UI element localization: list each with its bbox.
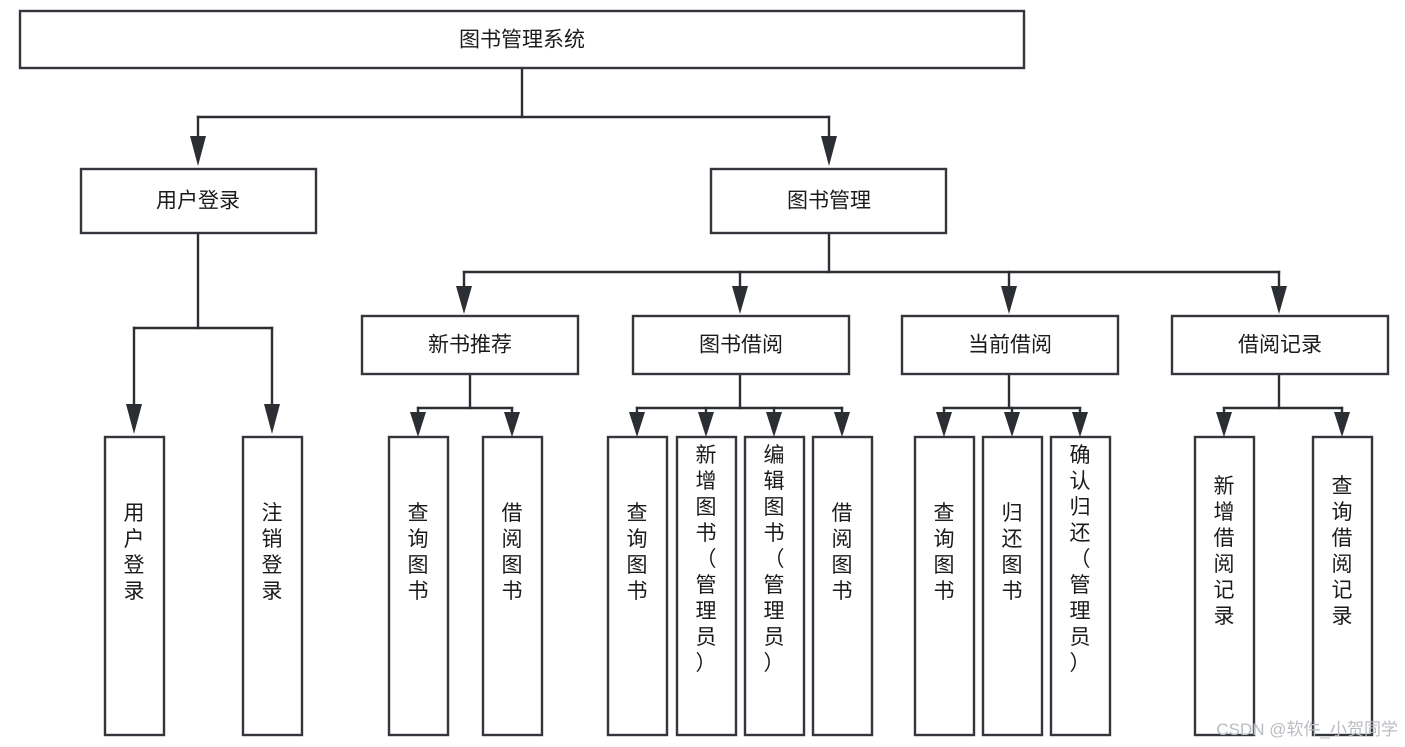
node-leaf-query-book-1[interactable]: 查询图书 bbox=[387, 435, 450, 737]
connector-layer bbox=[126, 66, 1350, 437]
node-leaf-edit-book[interactable]: 编辑图书（管理员） bbox=[743, 435, 806, 737]
arrow-head-current-borrow bbox=[1001, 286, 1017, 314]
node-leaf-query-book-3[interactable]: 查询图书 bbox=[913, 435, 976, 737]
arrow-head-leaf-logout-login bbox=[264, 404, 280, 434]
node-leaf-logout-login-box[interactable] bbox=[241, 435, 304, 737]
node-leaf-borrow-book-2-box[interactable] bbox=[811, 435, 874, 737]
node-leaf-add-book[interactable]: 新增图书（管理员） bbox=[675, 435, 738, 737]
node-leaf-query-book-2-box[interactable] bbox=[606, 435, 669, 737]
node-leaf-query-book-3-label: 查询图书 bbox=[934, 502, 955, 603]
node-leaf-confirm-return[interactable]: 确认归还（管理员） bbox=[1049, 435, 1112, 737]
arrow-head-leaf-query-book-1 bbox=[410, 412, 426, 437]
arrow-head-leaf-query-record bbox=[1334, 412, 1350, 437]
node-book-manage-box[interactable] bbox=[709, 167, 948, 235]
node-root-label: 图书管理系统 bbox=[459, 29, 585, 52]
node-current-borrow-label: 当前借阅 bbox=[968, 334, 1052, 357]
arrow-head-leaf-query-book-3 bbox=[936, 412, 952, 437]
node-new-book-recommend[interactable]: 新书推荐 bbox=[360, 314, 580, 376]
node-user-login[interactable]: 用户登录 bbox=[79, 167, 318, 235]
watermark-text: CSDN @软件_小贺同学 bbox=[1216, 720, 1398, 739]
node-leaf-logout-login[interactable]: 注销登录 bbox=[241, 435, 304, 737]
node-new-book-recommend-label: 新书推荐 bbox=[428, 334, 512, 357]
node-leaf-edit-book-box[interactable] bbox=[743, 435, 806, 737]
arrow-head-leaf-add-book bbox=[698, 412, 714, 437]
node-leaf-confirm-return-label: 确认归还（管理员） bbox=[1070, 444, 1091, 675]
node-leaf-borrow-book-1-label: 借阅图书 bbox=[502, 502, 523, 603]
node-root[interactable]: 图书管理系统 bbox=[18, 9, 1026, 70]
arrow-head-leaf-borrow-book-2 bbox=[834, 412, 850, 437]
arrow-head-book-borrow bbox=[732, 286, 748, 314]
node-leaf-query-book-2-label: 查询图书 bbox=[627, 502, 648, 603]
node-leaf-add-record-label: 新增借阅记录 bbox=[1214, 475, 1235, 628]
node-book-borrow-box[interactable] bbox=[631, 314, 851, 376]
node-user-login-label: 用户登录 bbox=[156, 190, 240, 213]
arrow-head-leaf-user-login bbox=[126, 404, 142, 434]
node-leaf-return-book-box[interactable] bbox=[981, 435, 1044, 737]
arrow-head-borrow-record bbox=[1271, 286, 1287, 314]
arrow-head-leaf-add-record bbox=[1216, 412, 1232, 437]
node-leaf-return-book-label: 归还图书 bbox=[1002, 502, 1023, 603]
node-borrow-record-box[interactable] bbox=[1170, 314, 1390, 376]
arrow-head-leaf-return-book bbox=[1004, 412, 1020, 437]
arrow-head-new-book-recommend bbox=[456, 286, 472, 314]
node-leaf-query-book-2[interactable]: 查询图书 bbox=[606, 435, 669, 737]
node-leaf-user-login-label: 用户登录 bbox=[124, 502, 145, 603]
node-leaf-add-book-box[interactable] bbox=[675, 435, 738, 737]
node-leaf-query-book-1-box[interactable] bbox=[387, 435, 450, 737]
node-leaf-query-record-box[interactable] bbox=[1311, 435, 1374, 737]
node-leaf-return-book[interactable]: 归还图书 bbox=[981, 435, 1044, 737]
node-borrow-record-label: 借阅记录 bbox=[1238, 334, 1322, 357]
node-leaf-user-login[interactable]: 用户登录 bbox=[103, 435, 166, 737]
node-leaf-add-book-label: 新增图书（管理员） bbox=[696, 444, 717, 675]
node-new-book-recommend-box[interactable] bbox=[360, 314, 580, 376]
node-book-borrow-label: 图书借阅 bbox=[699, 334, 783, 357]
node-leaf-edit-book-label: 编辑图书（管理员） bbox=[764, 444, 785, 675]
arrow-head-book-manage bbox=[821, 136, 837, 166]
node-book-borrow[interactable]: 图书借阅 bbox=[631, 314, 851, 376]
node-leaf-query-book-3-box[interactable] bbox=[913, 435, 976, 737]
node-leaf-add-record[interactable]: 新增借阅记录 bbox=[1193, 435, 1256, 737]
node-root-box[interactable] bbox=[18, 9, 1026, 70]
arrow-head-leaf-borrow-book-1 bbox=[504, 412, 520, 437]
node-leaf-logout-login-label: 注销登录 bbox=[262, 502, 283, 603]
node-user-login-box[interactable] bbox=[79, 167, 318, 235]
node-book-manage[interactable]: 图书管理 bbox=[709, 167, 948, 235]
node-book-manage-label: 图书管理 bbox=[787, 190, 871, 213]
node-leaf-user-login-box[interactable] bbox=[103, 435, 166, 737]
node-leaf-query-record[interactable]: 查询借阅记录 bbox=[1311, 435, 1374, 737]
node-leaf-query-record-label: 查询借阅记录 bbox=[1332, 475, 1353, 628]
node-leaf-borrow-book-1-box[interactable] bbox=[481, 435, 544, 737]
node-leaf-query-book-1-label: 查询图书 bbox=[408, 502, 429, 603]
node-leaf-add-record-box[interactable] bbox=[1193, 435, 1256, 737]
node-leaf-borrow-book-2[interactable]: 借阅图书 bbox=[811, 435, 874, 737]
arrow-head-leaf-edit-book bbox=[766, 412, 782, 437]
arrow-head-leaf-query-book-2 bbox=[629, 412, 645, 437]
node-leaf-confirm-return-box[interactable] bbox=[1049, 435, 1112, 737]
arrow-head-user-login bbox=[190, 136, 206, 166]
node-leaf-borrow-book-1[interactable]: 借阅图书 bbox=[481, 435, 544, 737]
node-current-borrow[interactable]: 当前借阅 bbox=[900, 314, 1120, 376]
node-leaf-borrow-book-2-label: 借阅图书 bbox=[832, 502, 853, 603]
node-borrow-record[interactable]: 借阅记录 bbox=[1170, 314, 1390, 376]
node-current-borrow-box[interactable] bbox=[900, 314, 1120, 376]
arrow-head-leaf-confirm-return bbox=[1072, 412, 1088, 437]
